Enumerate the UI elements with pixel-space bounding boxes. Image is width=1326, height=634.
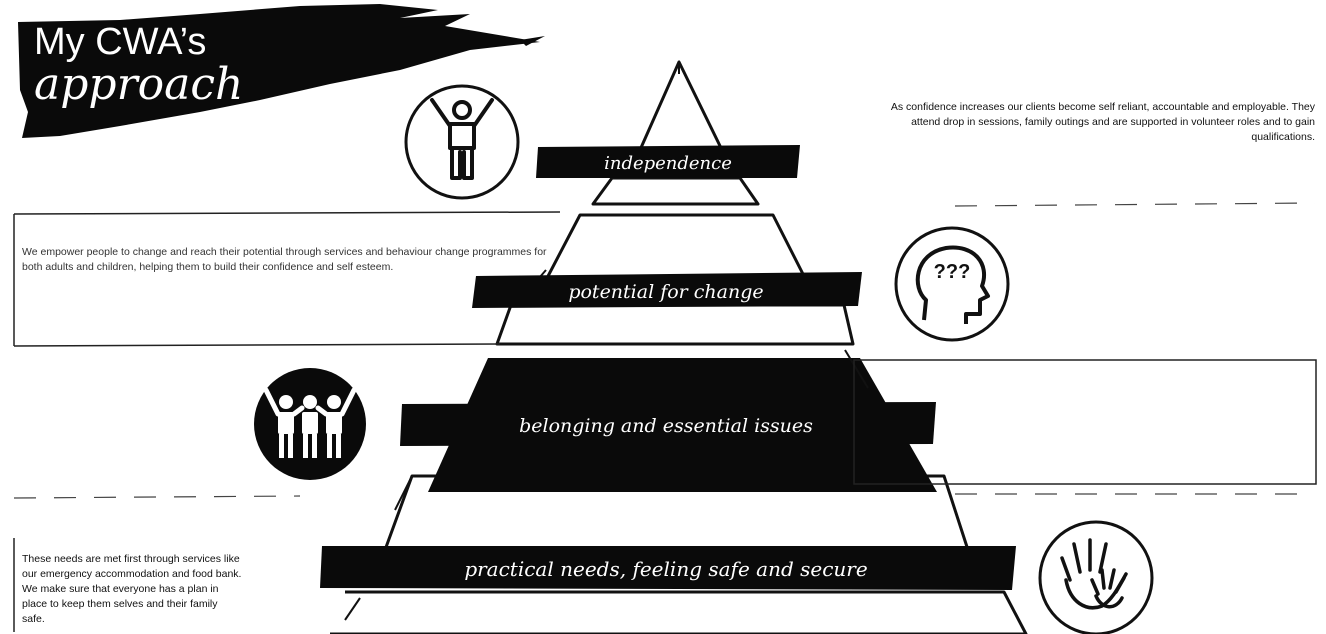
band-label-independence: independence	[604, 153, 732, 174]
head-question-marks-icon: ???	[894, 226, 1010, 342]
person-arms-raised-icon	[404, 84, 520, 200]
page-title: My CWA’s approach	[34, 22, 243, 108]
title-line-2: approach	[34, 59, 244, 110]
band-label-potential-for-change: potential for change	[568, 281, 763, 303]
band-independence: independence	[536, 145, 800, 178]
band-label-belonging: belonging and essential issues	[519, 415, 813, 437]
pyramid-tier-1	[638, 60, 724, 152]
brush-stroke-header	[18, 4, 545, 138]
potential-for-change-description: We empower people to change and reach th…	[22, 246, 547, 273]
band-practical-needs: practical needs, feeling safe and secure	[320, 546, 1016, 590]
group-of-people-icon	[254, 368, 366, 480]
pyramid-tier-1-base	[591, 176, 760, 206]
pyramid-tier-2-base	[495, 303, 855, 346]
box-belonging	[853, 359, 1317, 485]
dashed-lines	[13, 202, 1316, 499]
band-label-practical-needs: practical needs, feeling safe and secure	[464, 557, 867, 581]
band-belonging: belonging and essential issues	[400, 402, 936, 446]
independence-description: As confidence increases our clients beco…	[890, 101, 1315, 143]
hands-icon	[1038, 520, 1154, 634]
pyramid-tier-4-base	[330, 590, 1028, 634]
box-potential-for-change	[13, 211, 561, 347]
pyramid-tier-2	[544, 213, 808, 282]
band-potential-for-change: potential for change	[472, 272, 862, 308]
svg-text:???: ???	[934, 261, 971, 283]
practical-needs-description: These needs are met first through servic…	[22, 553, 242, 625]
title-line-1: My CWA’s	[34, 21, 207, 63]
